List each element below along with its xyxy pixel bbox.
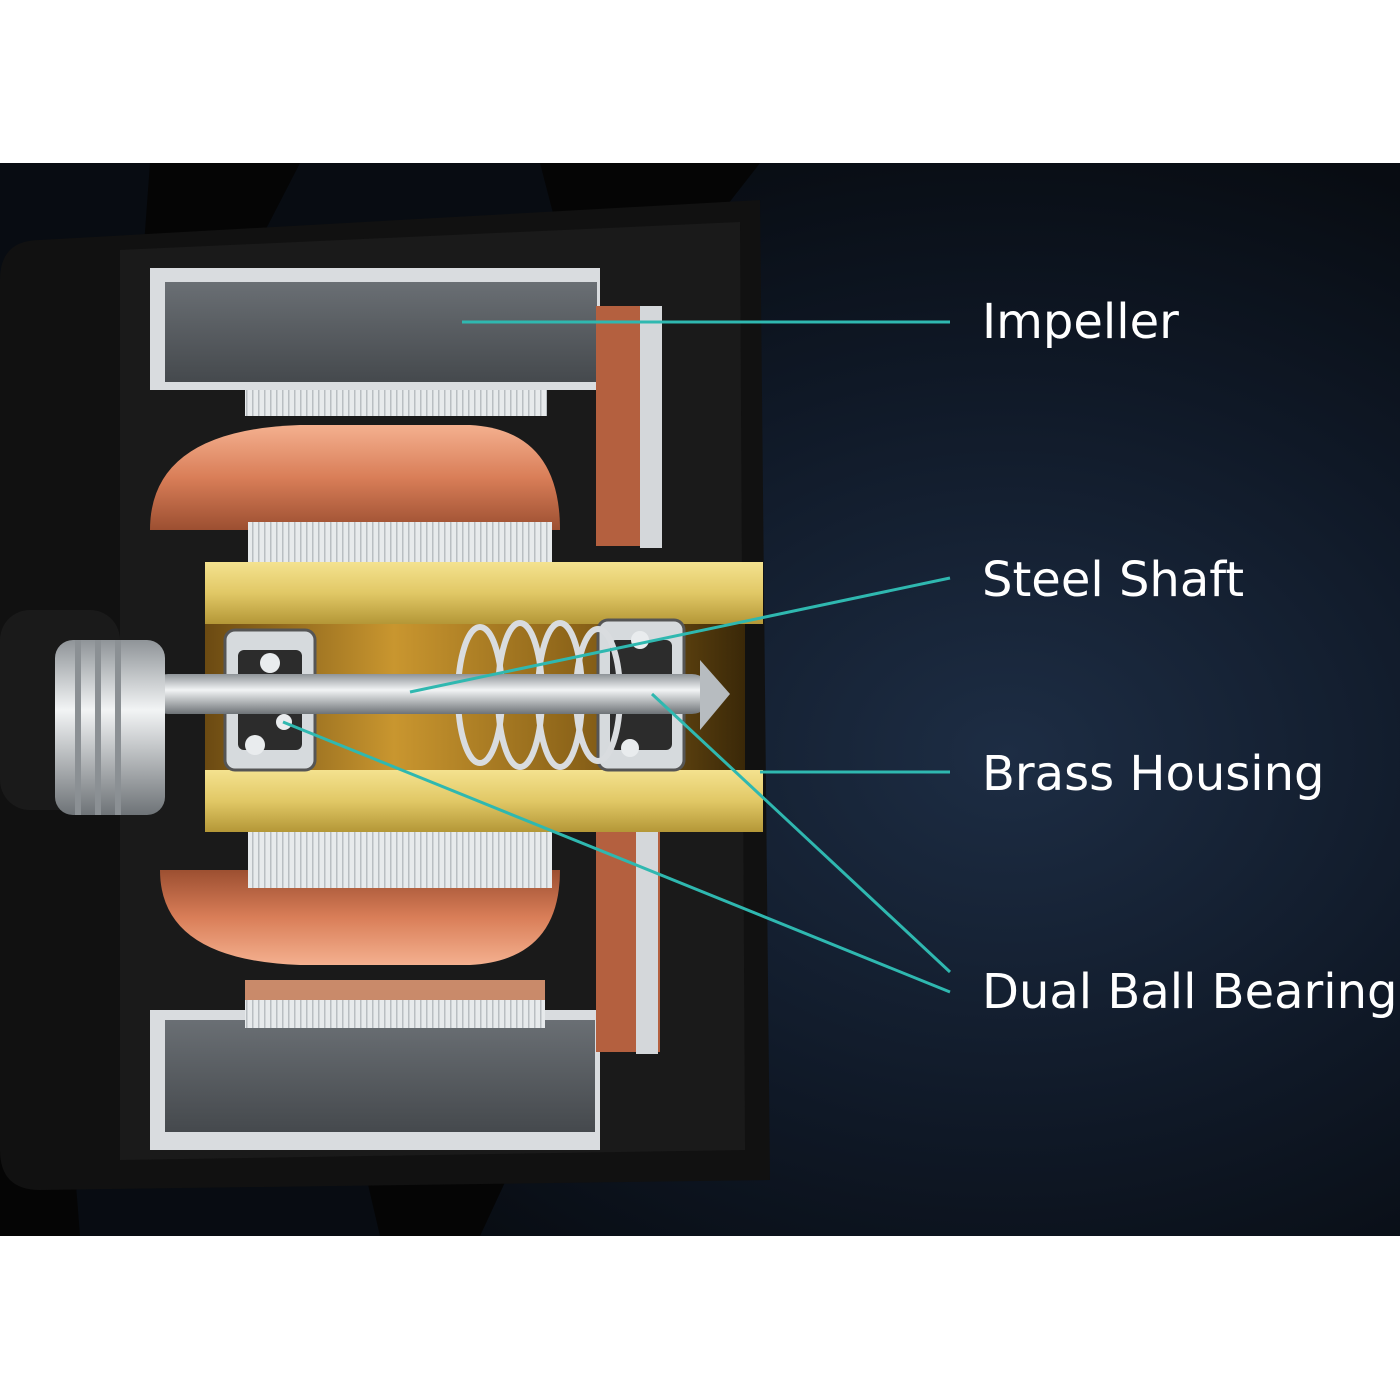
label-dual-ball-bearing: Dual Ball Bearing [982, 964, 1398, 1020]
laminate-strip-bottom [245, 1000, 545, 1028]
copper-plates [596, 306, 662, 1054]
impeller-magnet-top [150, 268, 600, 390]
knurled-hub [0, 610, 165, 815]
leader-lines [282, 320, 952, 994]
label-brass-housing: Brass Housing [982, 746, 1324, 802]
impeller-magnet-bottom [150, 1010, 600, 1150]
leader-steel-shaft [409, 576, 951, 694]
label-steel-shaft: Steel Shaft [982, 552, 1244, 608]
leader-bearing-left [282, 720, 951, 994]
label-impeller: Impeller [982, 294, 1179, 350]
laminate-strip-top [245, 390, 547, 416]
copper-winding-top [150, 425, 560, 530]
leader-bearing-right [650, 692, 952, 974]
steel-shaft [150, 660, 730, 730]
copper-winding-bottom [160, 870, 560, 965]
